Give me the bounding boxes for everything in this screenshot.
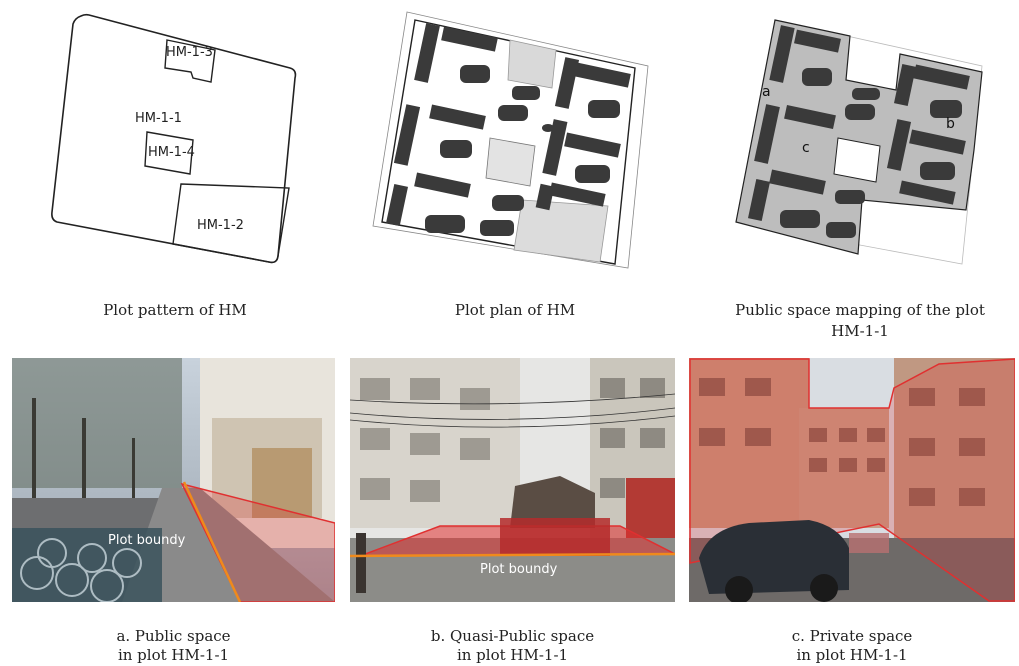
photo-private-space xyxy=(689,358,1015,602)
caption-mapping-line2: HM-1-1 xyxy=(831,322,889,340)
marker-a: a xyxy=(762,84,771,100)
caption-plot-pattern: Plot pattern of HM xyxy=(103,301,247,319)
overlay-label-b: Plot boundy xyxy=(480,562,558,577)
photo-public-space: Plot boundy xyxy=(12,358,335,602)
subplot-hm-1-3 xyxy=(164,39,216,83)
mapping-buildings xyxy=(747,25,970,238)
label-hm-1-4: HM-1-4 xyxy=(148,145,195,160)
label-hm-1-3: HM-1-3 xyxy=(166,45,213,60)
caption-photo-a-line2: in plot HM-1-1 xyxy=(117,646,230,664)
plan-buildings xyxy=(385,23,631,236)
subplot-hm-1-2 xyxy=(172,183,290,264)
caption-plot-plan: Plot plan of HM xyxy=(454,301,576,319)
plan-subplot-bottom xyxy=(513,199,609,263)
marker-c: c xyxy=(802,140,810,156)
plot-boundary-line-b xyxy=(350,552,675,558)
public-space-mapping-diagram: a b c xyxy=(730,10,990,272)
caption-photo-b-line1: b. Quasi-Public space xyxy=(430,627,595,645)
caption-photo-c-line1: c. Private space xyxy=(791,627,913,645)
photo-quasi-public-space: Plot boundy xyxy=(350,358,675,602)
marker-b: b xyxy=(946,116,955,132)
car xyxy=(699,520,849,594)
caption-mapping-line1: Public space mapping of the plot xyxy=(735,301,985,319)
caption-photo-b-line2: in plot HM-1-1 xyxy=(456,646,569,664)
mapping-cutout xyxy=(833,137,881,183)
plot-boundary-line-a xyxy=(182,481,242,602)
subplot-hm-1-4 xyxy=(144,131,194,175)
caption-photo-a-line1: a. Public space xyxy=(116,627,231,645)
plan-subplot-top xyxy=(507,39,557,89)
plot-pattern-svg: HM-1-3 HM-1-1 HM-1-4 HM-1-2 xyxy=(51,13,297,264)
overlay-label-a: Plot boundy xyxy=(108,533,186,548)
caption-photo-c-line2: in plot HM-1-1 xyxy=(796,646,908,664)
plot-pattern-diagram: HM-1-3 HM-1-1 HM-1-4 HM-1-2 xyxy=(45,10,305,268)
plot-plan-svg xyxy=(372,11,649,269)
plot-plan-diagram xyxy=(370,10,650,272)
label-hm-1-1: HM-1-1 xyxy=(135,111,182,126)
plan-subplot-middle xyxy=(485,137,536,187)
label-hm-1-2: HM-1-2 xyxy=(197,218,244,233)
mapping-svg: a b c xyxy=(735,19,983,265)
